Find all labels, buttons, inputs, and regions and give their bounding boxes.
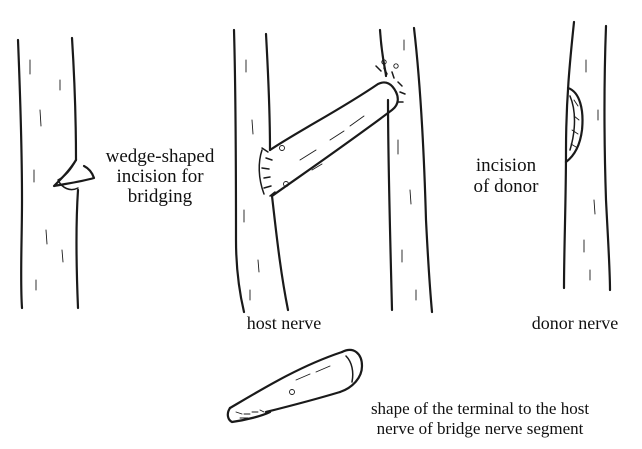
donor-incision-line-2: of donor <box>460 176 552 197</box>
terminal-label-line-2: nerve of bridge nerve segment <box>318 419 642 439</box>
host-nerve-label: host nerve <box>214 313 354 334</box>
bridge-nerve-segment <box>259 60 405 196</box>
donor-incision-label: incision of donor <box>460 155 552 197</box>
wedge-label-line-3: bridging <box>92 187 228 207</box>
wedge-label-line-1: wedge-shaped <box>92 147 228 167</box>
host-nerve-left <box>234 30 288 312</box>
wedge-incision-nerve <box>18 38 94 308</box>
wedge-incision-label: wedge-shaped incision for bridging <box>92 147 228 207</box>
wedge-label-line-2: incision for <box>92 167 228 187</box>
terminal-shape-label: shape of the terminal to the host nerve … <box>318 399 642 439</box>
terminal-label-line-1: shape of the terminal to the host <box>318 399 642 419</box>
donor-nerve-label: donor nerve <box>512 313 638 334</box>
host-nerve-right <box>380 28 432 312</box>
donor-incision-line-1: incision <box>460 155 552 176</box>
